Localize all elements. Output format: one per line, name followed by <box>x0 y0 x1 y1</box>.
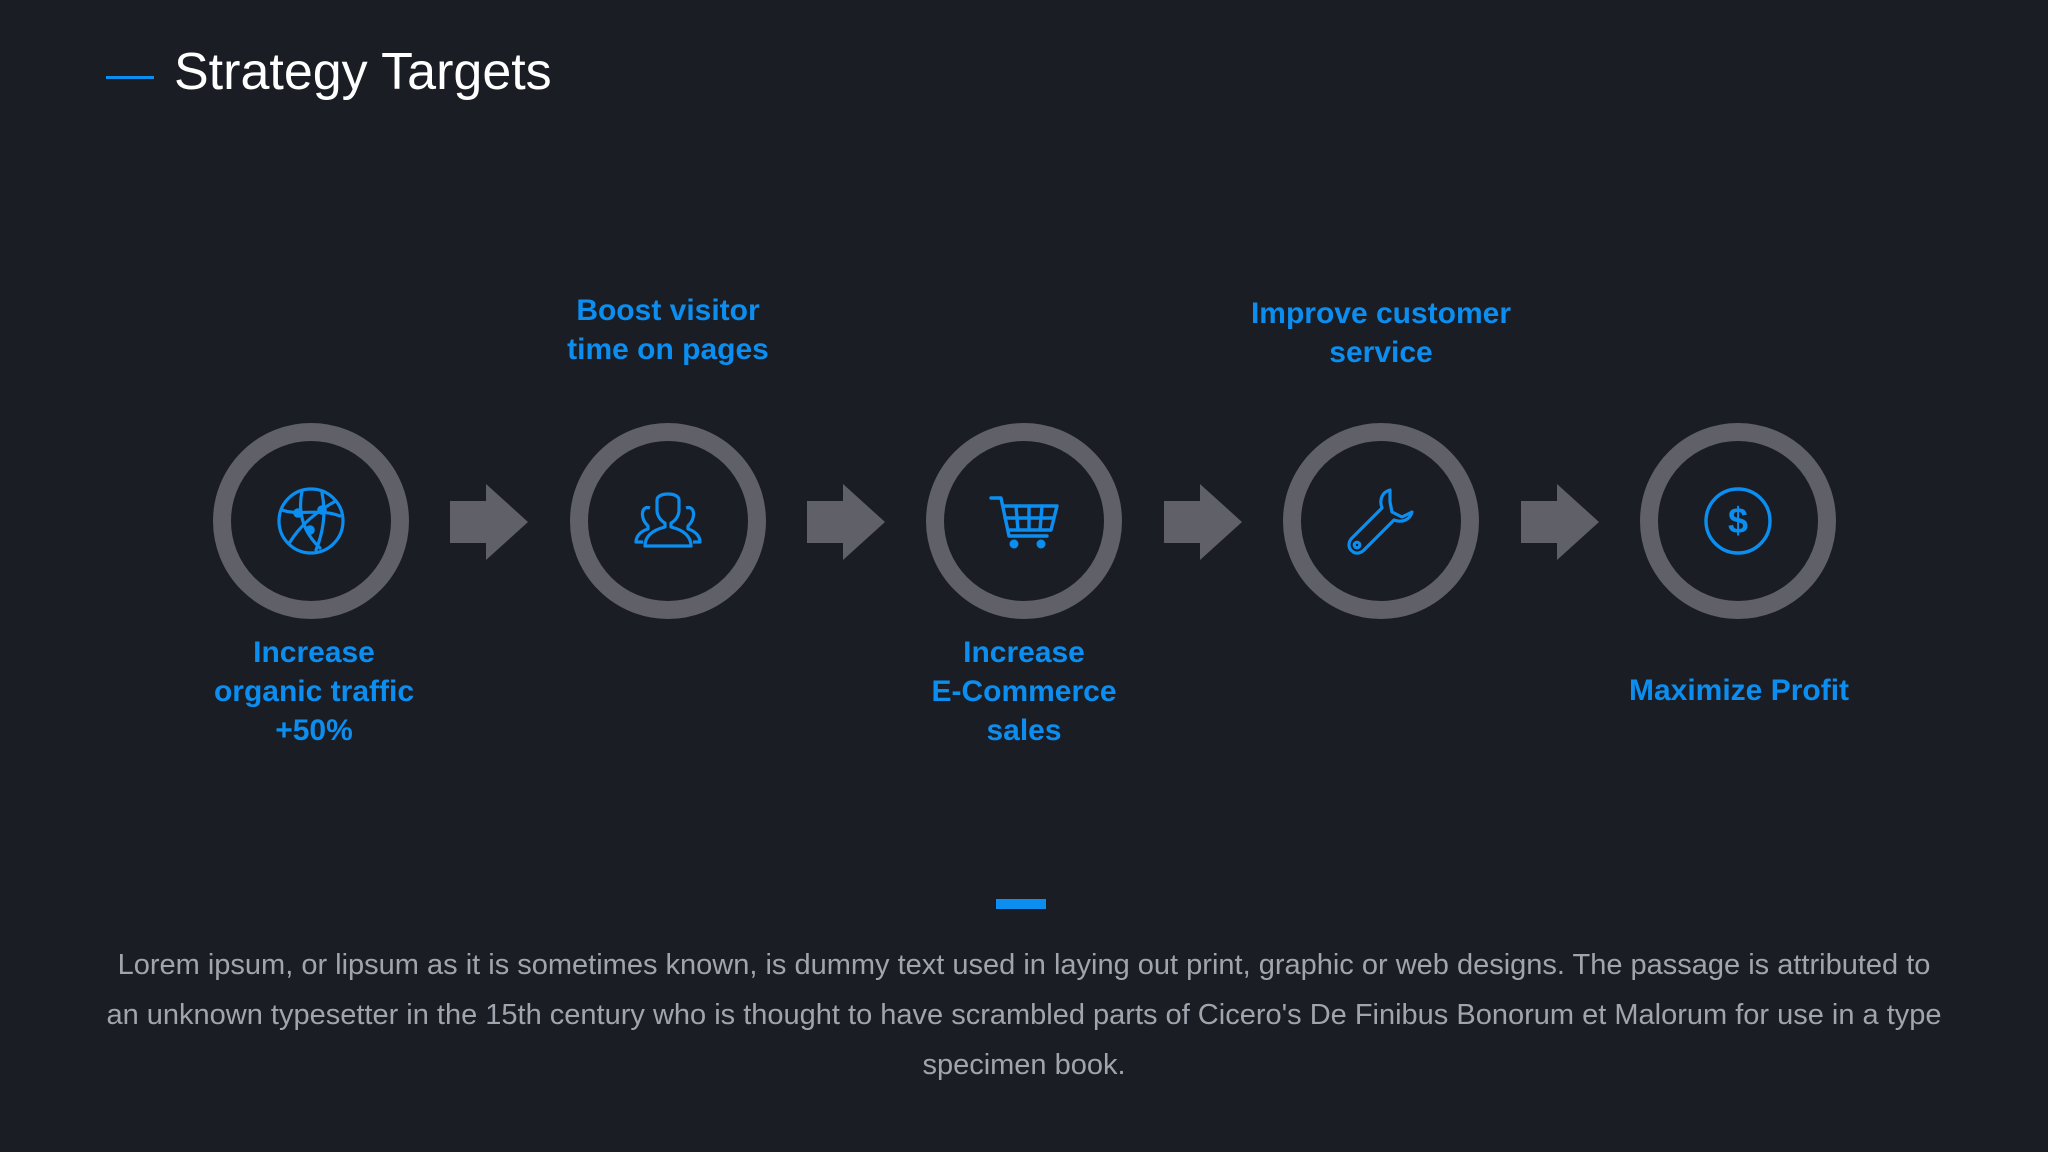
slide-title: Strategy Targets <box>174 43 552 101</box>
shopping-cart-icon <box>989 486 1059 556</box>
step-label-profit: Maximize Profit <box>1628 674 1850 707</box>
step-node-profit: $ <box>1639 422 1837 620</box>
step-node-traffic <box>212 422 410 620</box>
dollar-icon: $ <box>1703 486 1773 556</box>
step-node-ecommerce <box>925 422 1123 620</box>
arrow-icon <box>450 484 528 560</box>
ring <box>213 423 409 619</box>
ring <box>1283 423 1479 619</box>
arrow-icon <box>1521 484 1599 560</box>
ring <box>1640 423 1836 619</box>
step-node-customer-service <box>1282 422 1480 620</box>
title-accent-dash <box>106 76 154 79</box>
step-label-traffic: Increase organic traffic +50% <box>213 636 415 747</box>
divider-bar <box>996 899 1046 909</box>
ring <box>570 423 766 619</box>
wrench-icon <box>1346 486 1416 556</box>
svg-text:$: $ <box>1728 500 1748 541</box>
step-node-visitor-time <box>569 422 767 620</box>
users-icon <box>633 486 703 556</box>
step-label-customer-service: Improve customer service <box>1250 297 1512 369</box>
arrow-icon <box>807 484 885 560</box>
globe-icon <box>276 486 346 556</box>
step-label-ecommerce: Increase E-Commerce sales <box>931 636 1117 747</box>
step-label-visitor-time: Boost visitor time on pages <box>567 294 769 366</box>
arrow-icon <box>1164 484 1242 560</box>
ring <box>926 423 1122 619</box>
body-text: Lorem ipsum, or lipsum as it is sometime… <box>106 949 1942 1081</box>
